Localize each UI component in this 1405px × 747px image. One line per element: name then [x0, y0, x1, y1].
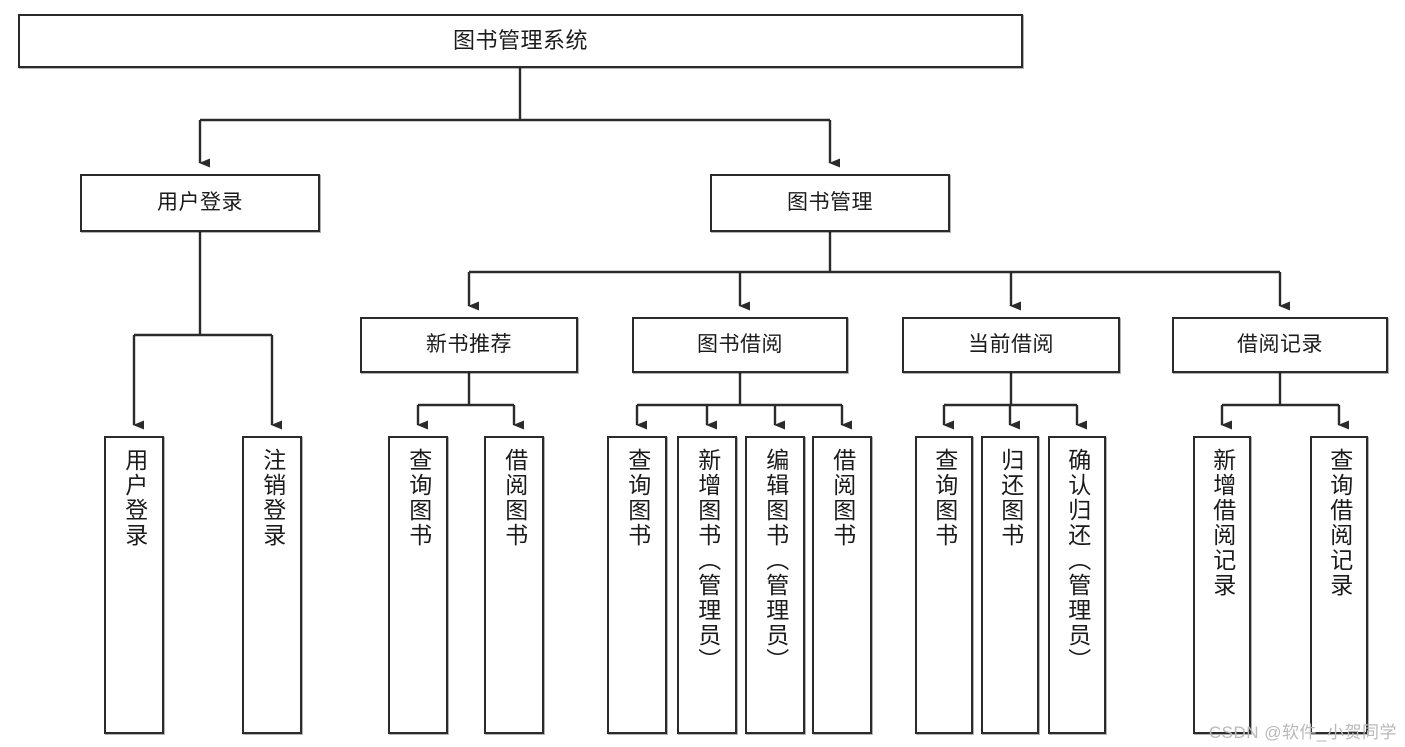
- node-leaf-query-book-3[interactable]: 查询图书: [915, 436, 973, 734]
- node-label: 新增借阅记录: [1209, 448, 1236, 598]
- node-book-management[interactable]: 图书管理: [710, 174, 950, 232]
- node-book-borrow[interactable]: 图书借阅: [632, 317, 848, 373]
- node-user-login[interactable]: 用户登录: [80, 174, 320, 232]
- node-label: 新增图书（管理员）: [694, 448, 721, 673]
- node-leaf-query-book-2[interactable]: 查询图书: [607, 436, 667, 734]
- node-label: 借阅图书: [501, 448, 528, 548]
- node-label: 查询借阅记录: [1326, 448, 1353, 598]
- node-label: 图书管理: [787, 190, 873, 214]
- node-label: 借阅图书: [829, 448, 856, 548]
- node-label: 查询图书: [405, 448, 432, 548]
- node-borrow-record[interactable]: 借阅记录: [1172, 317, 1388, 373]
- node-leaf-query-book-1[interactable]: 查询图书: [388, 436, 448, 734]
- csdn-watermark: CSDN @软件_小贺同学: [1208, 723, 1397, 742]
- node-label: 用户登录: [157, 190, 243, 214]
- node-label: 查询图书: [624, 448, 651, 548]
- node-leaf-logout[interactable]: 注销登录: [242, 436, 302, 734]
- node-label: 归还图书: [997, 448, 1024, 548]
- node-leaf-borrow-book-1[interactable]: 借阅图书: [484, 436, 544, 734]
- node-label: 查询图书: [931, 448, 958, 548]
- node-label: 图书管理系统: [452, 28, 588, 54]
- node-leaf-borrow-book-2[interactable]: 借阅图书: [812, 436, 872, 734]
- node-leaf-return-book[interactable]: 归还图书: [981, 436, 1039, 734]
- node-label: 注销登录: [259, 448, 286, 548]
- node-current-borrow[interactable]: 当前借阅: [902, 317, 1120, 373]
- node-leaf-add-borrow-record[interactable]: 新增借阅记录: [1193, 436, 1251, 734]
- node-label: 图书借阅: [697, 332, 783, 356]
- node-leaf-confirm-return[interactable]: 确认归还（管理员）: [1048, 436, 1106, 734]
- node-label: 用户登录: [121, 448, 148, 548]
- node-label: 借阅记录: [1237, 332, 1323, 356]
- node-leaf-add-book[interactable]: 新增图书（管理员）: [677, 436, 737, 734]
- node-root-book-management-system[interactable]: 图书管理系统: [18, 14, 1023, 68]
- node-leaf-edit-book[interactable]: 编辑图书（管理员）: [745, 436, 805, 734]
- node-label: 当前借阅: [968, 332, 1054, 356]
- node-leaf-query-borrow-record[interactable]: 查询借阅记录: [1310, 436, 1368, 734]
- node-new-book-recommend[interactable]: 新书推荐: [360, 317, 578, 373]
- node-leaf-user-login[interactable]: 用户登录: [104, 436, 164, 734]
- node-label: 新书推荐: [426, 332, 512, 356]
- node-label: 确认归还（管理员）: [1064, 448, 1091, 673]
- node-label: 编辑图书（管理员）: [762, 448, 789, 673]
